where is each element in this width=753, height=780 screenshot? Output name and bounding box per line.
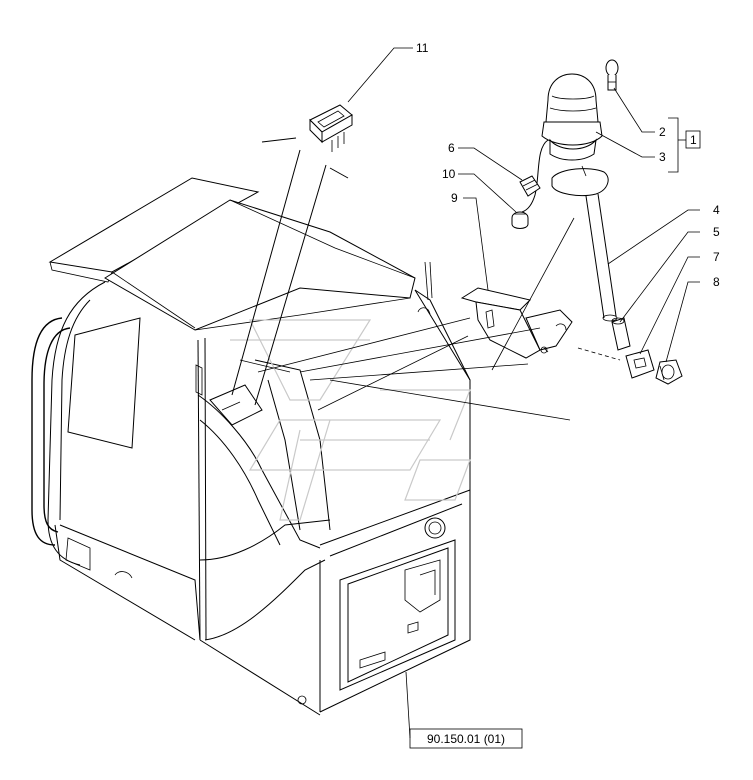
part-8-nut: [655, 359, 683, 385]
callout-7: 7: [713, 250, 720, 264]
reference-text[interactable]: 90.150.01 (01): [427, 732, 505, 746]
callout-10: 10: [442, 167, 456, 181]
part-7-clip: [625, 349, 655, 379]
callout-8: 8: [713, 275, 720, 289]
brand-watermark: [230, 319, 471, 521]
callout-2: 2: [659, 125, 666, 139]
part-5-sleeve: [611, 317, 631, 351]
part-6-connector: [519, 175, 541, 197]
part-9-bracket: [460, 287, 573, 359]
part-3-beacon: [521, 73, 603, 213]
callout-1-box: [685, 130, 701, 149]
callout-6: 6: [448, 141, 455, 155]
part-11-switch: [309, 104, 353, 152]
callout-1: 1: [690, 133, 697, 147]
part-4-pole: [585, 193, 618, 322]
callout-labels: 11 6 10 9 2 3 4 5 7 8 1: [416, 41, 720, 289]
callout-11: 11: [416, 41, 429, 55]
cab-body: [31, 177, 471, 716]
part-10-grommet: [511, 211, 529, 229]
assembly-lines: [231, 137, 621, 421]
callout-5: 5: [713, 225, 720, 239]
callout-leaders: [347, 47, 700, 739]
part-2-bulb: [605, 59, 619, 91]
beacon-base-disc: [551, 165, 609, 197]
callout-9: 9: [451, 191, 458, 205]
callout-3: 3: [659, 150, 666, 164]
reference-label[interactable]: 90.150.01 (01): [409, 728, 523, 749]
callout-4: 4: [713, 203, 720, 217]
